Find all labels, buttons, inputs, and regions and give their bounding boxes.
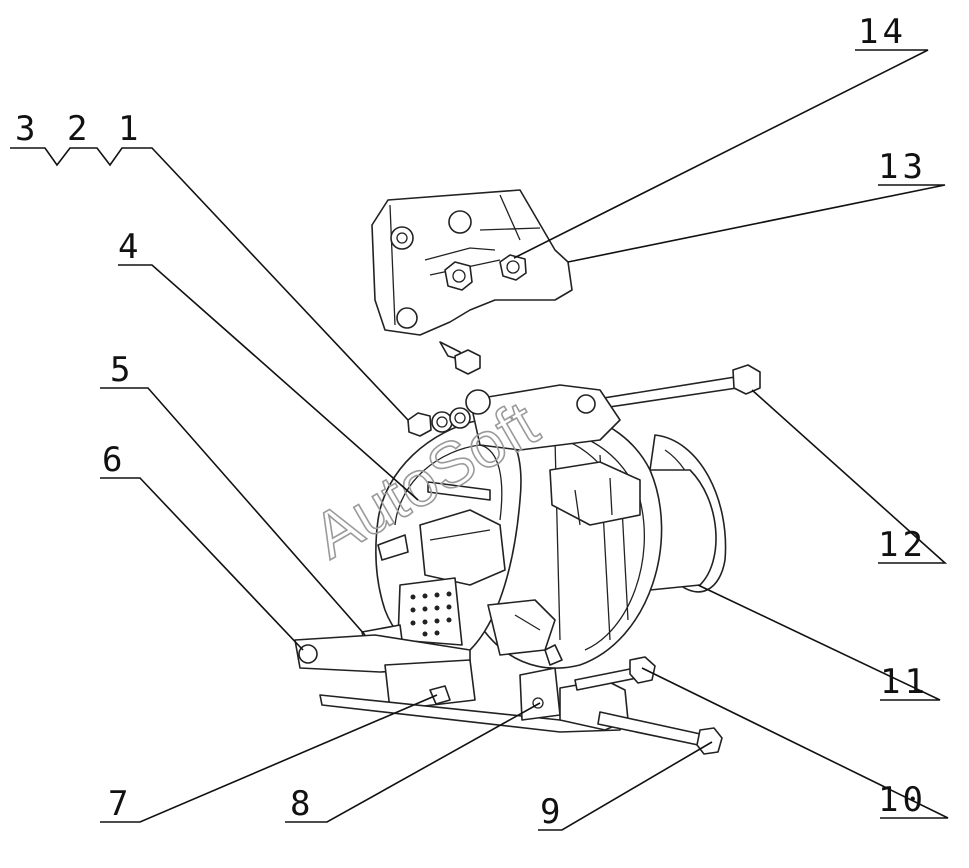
callout-label-4: 4 xyxy=(118,227,142,267)
lower-mounting-bracket xyxy=(294,634,629,733)
callout-label-8: 8 xyxy=(290,784,314,824)
callout-label-9: 9 xyxy=(540,792,564,832)
callout-label-14: 14 xyxy=(858,12,907,52)
callout-label-3: 3 xyxy=(15,109,39,149)
grid-holes xyxy=(410,591,452,637)
loose-bolt xyxy=(439,341,481,375)
callout-label-6: 6 xyxy=(102,440,126,480)
callout-label-13: 13 xyxy=(878,147,927,187)
upper-mounting-bracket xyxy=(371,189,573,336)
callout-label-2: 2 xyxy=(67,109,91,149)
leader-lines xyxy=(10,49,949,831)
callout-label-12: 12 xyxy=(878,525,927,565)
callout-label-7: 7 xyxy=(108,784,132,824)
callout-label-10: 10 xyxy=(878,780,927,820)
callout-label-1: 1 xyxy=(118,109,142,149)
lower-short-bolt xyxy=(574,656,656,691)
callout-labels: 3 2 1 4 5 6 7 8 9 10 11 12 13 14 xyxy=(15,12,929,832)
callout-label-5: 5 xyxy=(110,350,134,390)
alternator-body xyxy=(361,384,727,669)
callout-label-11: 11 xyxy=(880,662,929,702)
